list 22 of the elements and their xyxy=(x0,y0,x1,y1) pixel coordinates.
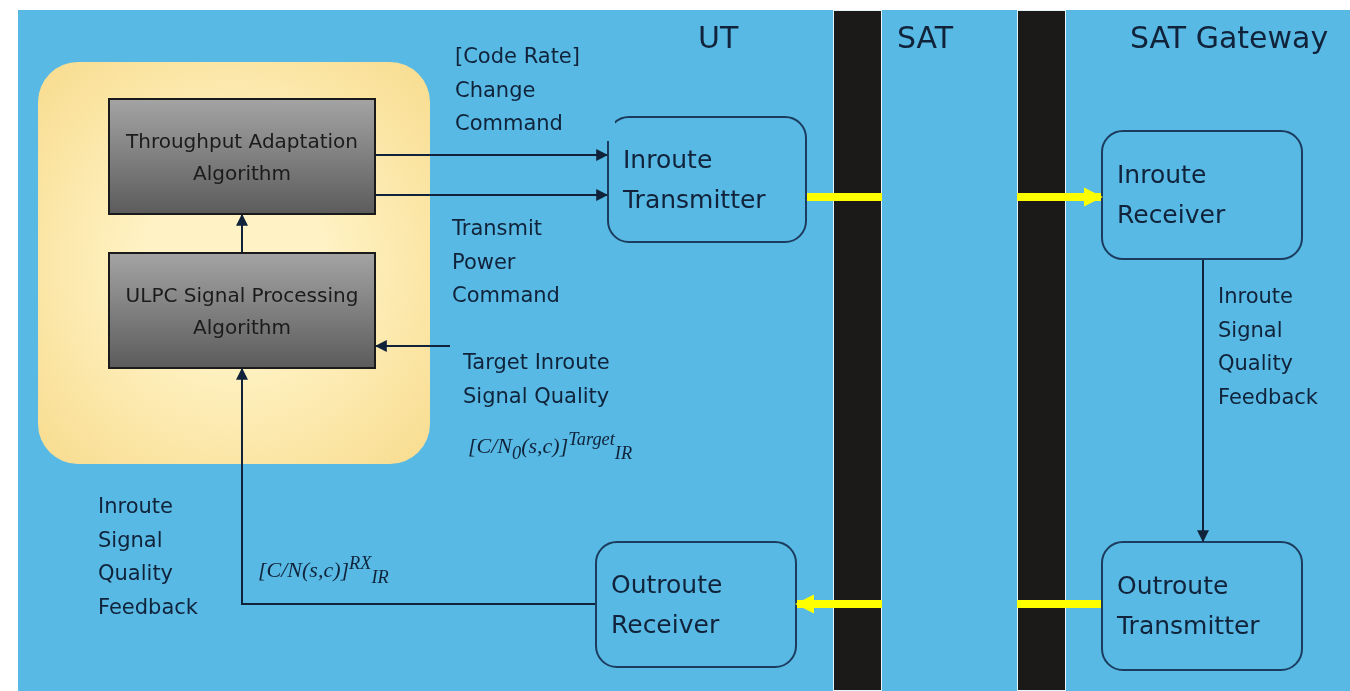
satellite-link-band xyxy=(1017,10,1066,691)
algorithm-panel xyxy=(38,62,430,464)
arrow xyxy=(236,213,248,253)
algorithm-box xyxy=(108,252,376,369)
box-label: Outroute Transmitter xyxy=(1117,570,1261,642)
box-label: ULPC Signal Processing Algorithm xyxy=(124,281,360,341)
arrow xyxy=(375,189,609,201)
process-box xyxy=(1101,130,1303,260)
signal-link-arrow xyxy=(1017,187,1103,207)
arrow xyxy=(1197,259,1209,543)
box-label: Inroute Receiver xyxy=(1117,159,1227,231)
satellite-link-band xyxy=(833,10,882,691)
signal-link-arrow xyxy=(795,594,882,614)
box-label: Throughput Adaptation Algorithm xyxy=(125,127,359,187)
box-label: Outroute Receiver xyxy=(611,568,724,641)
arrow xyxy=(374,340,451,352)
process-box xyxy=(595,541,797,668)
algorithm-box xyxy=(108,98,376,215)
arrow xyxy=(375,149,609,161)
arrow xyxy=(236,367,596,605)
box-label: Inroute Transmitter xyxy=(623,143,767,216)
process-box xyxy=(1101,541,1303,671)
